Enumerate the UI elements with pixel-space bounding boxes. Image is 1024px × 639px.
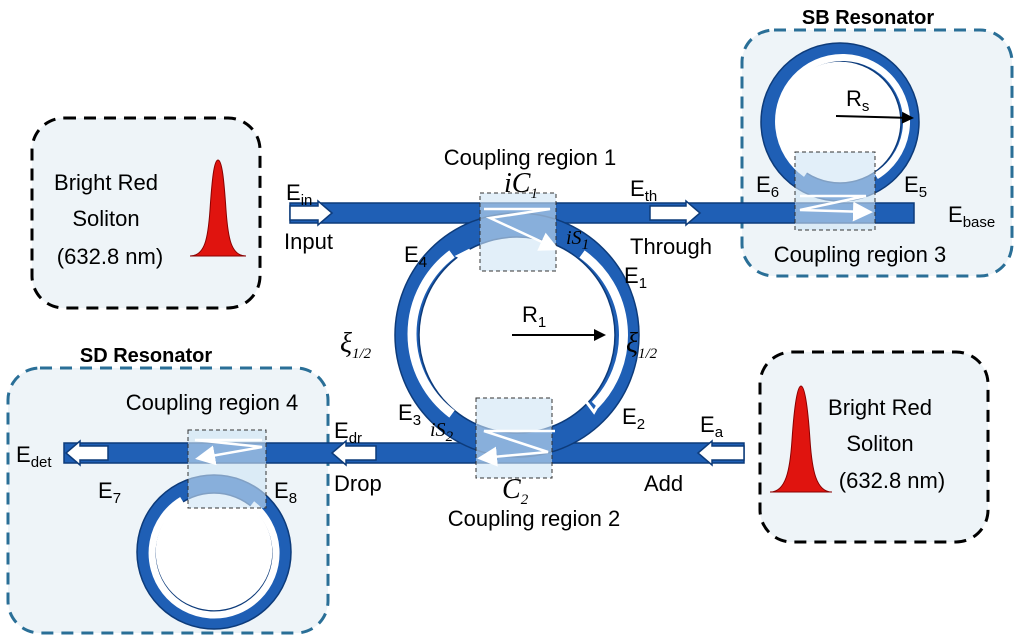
sb-ring-arrow-icon bbox=[775, 53, 911, 179]
e7-label: E7 bbox=[98, 478, 121, 507]
through-port-label: Through bbox=[630, 234, 712, 259]
sd-resonator-title: SD Resonator bbox=[80, 345, 212, 367]
coupling-zigzag-arrows bbox=[194, 194, 873, 467]
add-arrow-icon bbox=[696, 439, 745, 467]
e4-label: E4 bbox=[404, 242, 427, 271]
xi-right-label: ξ1/2 bbox=[626, 328, 658, 362]
left-soliton-label-1: Bright Red bbox=[54, 170, 158, 195]
drop-arrow-icon bbox=[330, 439, 377, 467]
sb-resonator-title: SB Resonator bbox=[802, 7, 934, 29]
coupling-region-2-label: Coupling region 2 bbox=[448, 506, 620, 531]
coupling-region-4-label: Coupling region 4 bbox=[126, 390, 298, 415]
e-a-label: Ea bbox=[700, 412, 724, 441]
lower-bus-waveguide bbox=[63, 442, 745, 464]
rs-label: Rs bbox=[846, 86, 869, 115]
e1-label: E1 bbox=[624, 263, 647, 292]
is2-label: iS2 bbox=[430, 419, 454, 445]
ic1-label: iC1 bbox=[504, 168, 538, 202]
right-soliton-label-2: Soliton bbox=[846, 431, 913, 456]
e-base-label: Ebase bbox=[948, 202, 995, 231]
right-soliton-pulse-icon bbox=[769, 385, 833, 493]
right-soliton-label-1: Bright Red bbox=[828, 395, 932, 420]
r1-label: R1 bbox=[522, 302, 546, 331]
right-soliton-box: Bright Red Soliton (632.8 nm) bbox=[758, 350, 990, 544]
add-port-label: Add bbox=[644, 471, 683, 496]
sd-ring-arrow-icon bbox=[148, 497, 280, 619]
drop-port-label: Drop bbox=[334, 471, 382, 496]
det-arrow-icon bbox=[64, 439, 109, 467]
xi-left-label: ξ1/2 bbox=[340, 328, 372, 362]
coupling-region-1-label: Coupling region 1 bbox=[444, 145, 616, 170]
ring-left-arrow-icon bbox=[407, 250, 455, 418]
e6-label: E6 bbox=[756, 172, 779, 201]
e-in-label: Ein bbox=[286, 180, 312, 209]
left-soliton-label-3: (632.8 nm) bbox=[57, 244, 163, 269]
e2-label: E2 bbox=[622, 404, 645, 433]
through-arrow-icon bbox=[649, 199, 702, 227]
e-dr-label: Edr bbox=[334, 418, 362, 447]
port-arrows bbox=[64, 199, 745, 467]
left-soliton-label-2: Soliton bbox=[72, 206, 139, 231]
e8-label: E8 bbox=[274, 478, 297, 507]
c2-label: C2 bbox=[502, 474, 529, 508]
rs-radius-arrow bbox=[835, 111, 914, 124]
input-port-label: Input bbox=[284, 229, 333, 254]
right-soliton-label-3: (632.8 nm) bbox=[839, 468, 945, 493]
e5-label: E5 bbox=[904, 172, 927, 201]
e-th-label: Eth bbox=[630, 176, 657, 205]
is1-label: iS1 bbox=[566, 227, 589, 253]
ring-right-arrow-icon bbox=[579, 250, 628, 409]
input-arrow-icon bbox=[289, 199, 334, 227]
e-det-label: Edet bbox=[16, 442, 52, 471]
coupling-region-3-label: Coupling region 3 bbox=[774, 242, 946, 267]
left-soliton-pulse-icon bbox=[189, 159, 247, 257]
e3-label: E3 bbox=[398, 400, 421, 429]
left-soliton-box: Bright Red Soliton (632.8 nm) bbox=[30, 116, 262, 310]
